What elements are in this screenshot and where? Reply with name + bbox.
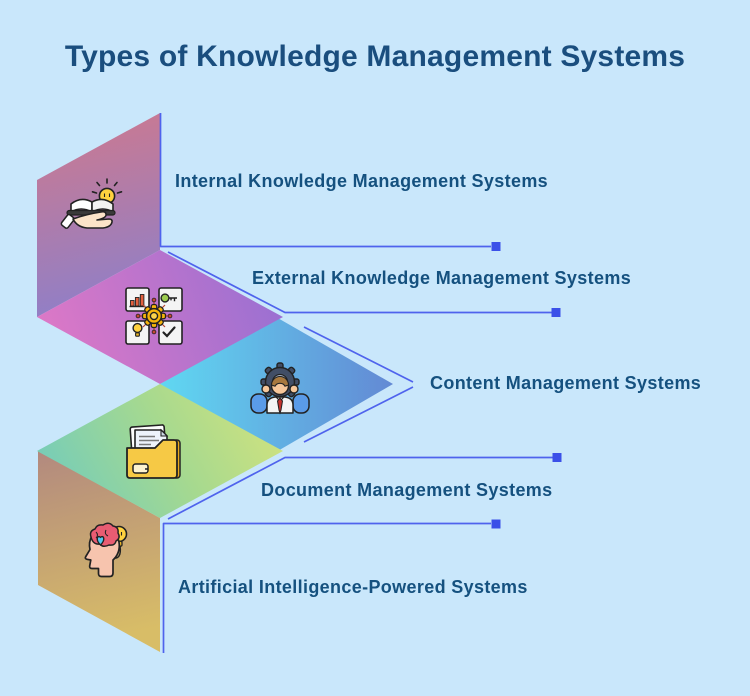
label-internal-kms: Internal Knowledge Management Systems bbox=[175, 171, 549, 191]
page-title: Types of Knowledge Management Systems bbox=[64, 40, 686, 73]
marker-external bbox=[551, 308, 561, 317]
folder-documents-icon bbox=[126, 424, 181, 479]
team-gear-icon bbox=[250, 362, 310, 415]
label-document-ms: Document Management Systems bbox=[261, 480, 553, 500]
connector-external bbox=[167, 251, 552, 314]
marker-ai bbox=[491, 519, 501, 529]
shared-knowledge-book-hand-bulb-icon bbox=[60, 178, 123, 229]
ai-head-brain-bulb-icon bbox=[84, 522, 128, 578]
marker-internal bbox=[491, 242, 501, 251]
gear-with-modules-icon bbox=[125, 287, 183, 345]
label-external-kms: External Knowledge Management Systems bbox=[252, 268, 632, 288]
label-content-ms: Content Management Systems bbox=[430, 373, 702, 393]
marker-document bbox=[552, 453, 562, 462]
connector-content-chevron bbox=[303, 326, 414, 443]
connector-internal bbox=[159, 113, 491, 248]
connector-document bbox=[167, 456, 553, 520]
connector-ai bbox=[162, 522, 491, 653]
label-ai-systems: Artificial Intelligence-Powered Systems bbox=[178, 577, 528, 597]
